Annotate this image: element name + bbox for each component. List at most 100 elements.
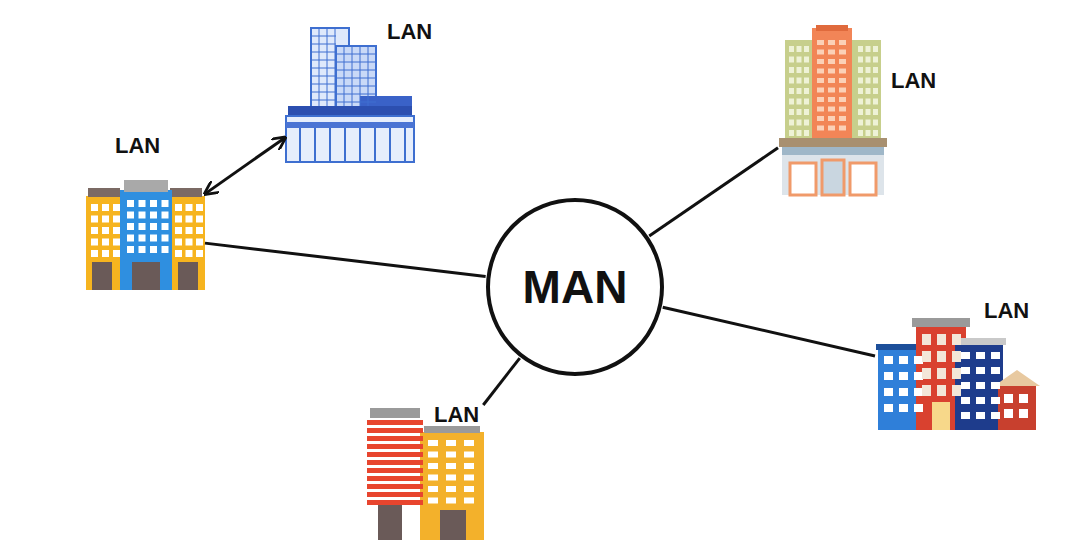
lan-label: LAN <box>891 70 936 92</box>
window <box>828 78 835 83</box>
building-detail <box>311 100 336 101</box>
window <box>899 388 908 396</box>
window <box>797 120 802 126</box>
window <box>464 440 474 446</box>
office-building <box>286 28 414 162</box>
house-cluster <box>876 318 1040 430</box>
window <box>828 97 835 102</box>
window <box>899 372 908 380</box>
window <box>952 334 961 345</box>
window <box>866 46 871 52</box>
window <box>884 356 893 364</box>
window <box>991 382 1000 389</box>
lan-building: LAN <box>285 22 415 162</box>
window <box>828 69 835 74</box>
window <box>150 212 157 219</box>
window <box>817 97 824 102</box>
window <box>102 227 109 234</box>
window <box>858 67 863 73</box>
stripe <box>367 452 423 457</box>
window <box>858 88 863 94</box>
lan-building: LAN <box>365 405 495 542</box>
window <box>464 475 474 481</box>
building-detail <box>336 78 376 79</box>
apartment-building <box>86 180 205 290</box>
window <box>884 388 893 396</box>
window <box>817 59 824 64</box>
building-detail <box>311 84 336 85</box>
window <box>991 397 1000 404</box>
window <box>91 204 98 211</box>
building-detail <box>311 76 336 77</box>
window <box>789 109 794 115</box>
window <box>186 204 193 211</box>
window <box>804 57 809 63</box>
network-label: MAN <box>523 264 628 310</box>
stripe <box>367 492 423 497</box>
window <box>937 351 946 362</box>
window <box>873 78 878 84</box>
window <box>428 475 438 481</box>
window <box>914 372 923 380</box>
tower-building <box>779 25 887 195</box>
window <box>839 78 846 83</box>
window <box>428 440 438 446</box>
stripe <box>367 428 423 433</box>
building-detail <box>389 128 391 162</box>
window <box>884 404 893 412</box>
window <box>127 246 134 253</box>
window <box>873 88 878 94</box>
window <box>162 212 169 219</box>
window <box>961 382 970 389</box>
window <box>866 88 871 94</box>
connector-line <box>205 138 285 194</box>
window <box>804 99 809 105</box>
window <box>789 120 794 126</box>
building-detail <box>327 28 328 106</box>
building-detail <box>368 46 369 106</box>
window <box>789 46 794 52</box>
window <box>804 78 809 84</box>
window <box>804 109 809 115</box>
building-detail <box>374 128 376 162</box>
building-detail <box>352 46 353 106</box>
window <box>789 57 794 63</box>
window <box>175 204 182 211</box>
window <box>127 223 134 230</box>
window <box>937 368 946 379</box>
window <box>873 109 878 115</box>
building-detail <box>336 70 376 71</box>
window <box>186 250 193 257</box>
window <box>976 352 985 359</box>
connector-line <box>205 243 486 276</box>
circle-shape <box>488 200 662 374</box>
window <box>789 99 794 105</box>
window <box>839 88 846 93</box>
window <box>828 116 835 121</box>
window <box>113 204 120 211</box>
window <box>91 216 98 223</box>
stripe <box>367 468 423 473</box>
window <box>952 368 961 379</box>
building-detail <box>404 128 406 162</box>
window <box>976 397 985 404</box>
window <box>873 67 878 73</box>
window <box>446 498 456 504</box>
building-detail <box>336 54 376 55</box>
window <box>873 99 878 105</box>
window <box>866 99 871 105</box>
window <box>428 498 438 504</box>
window <box>797 78 802 84</box>
window <box>839 50 846 55</box>
window <box>828 88 835 93</box>
window <box>804 88 809 94</box>
window <box>866 78 871 84</box>
window <box>464 463 474 469</box>
window <box>127 235 134 242</box>
window <box>789 67 794 73</box>
window <box>150 223 157 230</box>
window <box>828 40 835 45</box>
building-detail <box>336 102 376 103</box>
window <box>162 223 169 230</box>
window <box>196 239 203 246</box>
